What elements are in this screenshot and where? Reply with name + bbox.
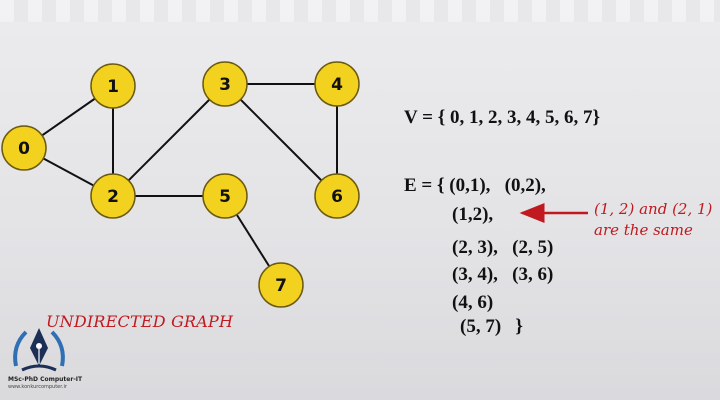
node-circle-4 bbox=[314, 61, 360, 107]
node-3: 3 bbox=[202, 61, 248, 107]
node-label-6: 6 bbox=[331, 187, 343, 207]
node-label-2: 2 bbox=[107, 187, 119, 207]
node-7: 7 bbox=[258, 262, 304, 308]
annotation-line-2: are the same bbox=[594, 221, 693, 239]
node-4: 4 bbox=[314, 61, 360, 107]
node-6: 6 bbox=[314, 173, 360, 219]
edge-set-line-2: (1,2), bbox=[452, 204, 494, 225]
edge-set-line-4: (3, 4), (3, 6) bbox=[452, 264, 554, 285]
node-5: 5 bbox=[202, 173, 248, 219]
node-label-1: 1 bbox=[107, 77, 119, 97]
vertex-set: V = { 0, 1, 2, 3, 4, 5, 6, 7} bbox=[404, 107, 600, 128]
node-circle-6 bbox=[314, 173, 360, 219]
edge-set-line-5: (4, 6) bbox=[452, 292, 494, 313]
edge-3-6 bbox=[224, 83, 338, 197]
node-2: 2 bbox=[90, 173, 136, 219]
edge-2-3 bbox=[112, 83, 226, 197]
node-0: 0 bbox=[1, 125, 47, 171]
edge-set-line-1: E = { (0,1), (0,2), bbox=[404, 175, 546, 196]
logo-line-1: MSc-PhD Computer-IT bbox=[8, 376, 83, 383]
annotation-note: (1, 2) and (2, 1) are the same bbox=[594, 199, 712, 241]
node-circle-0 bbox=[1, 125, 47, 171]
node-label-7: 7 bbox=[275, 276, 287, 296]
node-circle-7 bbox=[258, 262, 304, 308]
node-circle-3 bbox=[202, 61, 248, 107]
annotation-line-1: (1, 2) and (2, 1) bbox=[594, 200, 713, 218]
header-stripes bbox=[0, 0, 720, 22]
node-label-3: 3 bbox=[219, 75, 231, 95]
node-label-5: 5 bbox=[219, 187, 231, 207]
node-label-0: 0 bbox=[18, 139, 30, 159]
node-circle-1 bbox=[90, 63, 136, 109]
node-circle-2 bbox=[90, 173, 136, 219]
graph-edges bbox=[23, 83, 338, 286]
site-logo: MSc-PhD Computer-IT www.konkurcomputer.i… bbox=[8, 322, 82, 396]
pen-nib-icon bbox=[13, 328, 65, 372]
edge-set-line-6: (5, 7) } bbox=[460, 316, 523, 337]
node-label-4: 4 bbox=[331, 75, 343, 95]
logo-line-2: www.konkurcomputer.ir bbox=[8, 384, 67, 390]
node-1: 1 bbox=[90, 63, 136, 109]
edge-set-line-3: (2, 3), (2, 5) bbox=[452, 237, 554, 258]
node-circle-5 bbox=[202, 173, 248, 219]
graph-caption: UNDIRECTED GRAPH bbox=[46, 312, 234, 331]
graph-nodes: 0 1 2 3 4 5 6 7 bbox=[1, 61, 360, 308]
